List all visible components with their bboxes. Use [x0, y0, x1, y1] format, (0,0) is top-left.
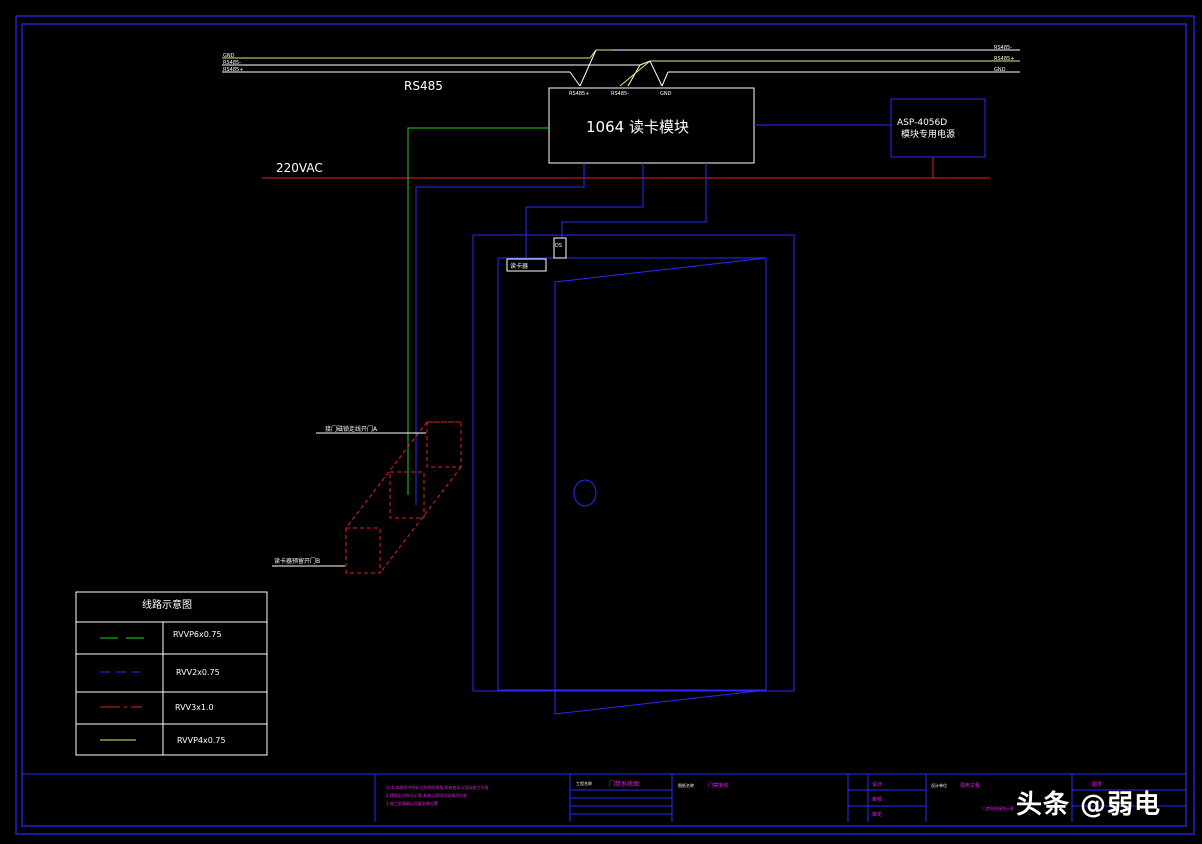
door-handle — [573, 479, 597, 507]
bus-right-label-3: GND — [994, 67, 1006, 73]
rs485-bus — [222, 49, 1020, 87]
power-label: 220VAC — [276, 161, 323, 175]
rs485-label: RS485 — [404, 79, 443, 93]
module-title: 1064 读卡模块 — [586, 118, 689, 136]
bus-left-label-3: RS485+ — [223, 67, 243, 73]
role-3: 审定 — [872, 811, 882, 818]
legend — [75, 591, 268, 756]
reader-label-box — [506, 258, 547, 272]
bus-left-label-1: GND — [223, 53, 235, 59]
sheet-caption: 图号 — [1092, 782, 1102, 788]
module-pin-2: RS485- — [611, 91, 629, 97]
lock-box — [553, 237, 567, 259]
title-block — [22, 773, 1186, 822]
legend-row-4: RVVP4x0.75 — [177, 736, 226, 745]
drawing-value: 门禁接线 — [708, 782, 728, 789]
note-3: 3.施工前请确认设备安装位置 — [386, 800, 438, 806]
power-supply-box — [890, 98, 986, 158]
legend-row-1: RVVP6x0.75 — [173, 630, 222, 639]
company-value: 弱电工程 — [960, 782, 980, 789]
company-sub: 门禁系统接线示意 — [982, 805, 1014, 811]
bus-left-label-2: RS485- — [223, 60, 241, 66]
legend-title: 线路示意图 — [142, 598, 192, 611]
module-pin-1: RS485+ — [569, 91, 589, 97]
reader-label: 读卡器 — [510, 262, 528, 270]
note-2: 2.线缆走向仅为示意,具体以现场实际情况为准 — [386, 792, 467, 798]
module-pin-3: GND — [660, 91, 672, 97]
floor-boxes — [345, 421, 462, 574]
project-value: 门禁系统图 — [609, 780, 639, 788]
inner-frame — [21, 23, 1187, 827]
drawing-caption: 图纸名称 — [678, 782, 694, 788]
blue-cable-2 — [525, 163, 644, 258]
legend-row-2: RVV2x0.75 — [176, 668, 220, 677]
lock-label: DS — [555, 243, 562, 249]
company-caption: 设计单位 — [931, 782, 947, 788]
legend-row-3: RVV3x1.0 — [175, 703, 214, 712]
project-caption: 工程名称 — [576, 780, 592, 786]
upper-box-label: 接门磁锁走线开门A — [325, 425, 378, 433]
door-inner-frame — [497, 257, 767, 691]
door-leaf — [554, 257, 767, 715]
door-outer-frame — [472, 234, 795, 692]
blue-cable-3 — [561, 163, 707, 238]
green-cable — [407, 127, 549, 495]
watermark: 头条 @弱电 — [1016, 790, 1162, 820]
power-supply-name: 模块专用电源 — [901, 128, 955, 140]
lower-box-label: 读卡器预留开门B — [274, 557, 320, 565]
bus-right-label-2: RS485+ — [994, 56, 1014, 62]
bus-right-label-1: RS485- — [994, 45, 1012, 51]
note-1: 注:1.本图纸中所标注的线缆规格,如有变动以实际施工为准 — [386, 784, 488, 790]
role-2: 审核 — [872, 796, 882, 803]
blue-cable-1 — [415, 163, 585, 505]
role-1: 设计 — [872, 781, 882, 788]
outer-frame — [15, 15, 1195, 835]
power-supply-model: ASP-4056D — [897, 118, 947, 128]
